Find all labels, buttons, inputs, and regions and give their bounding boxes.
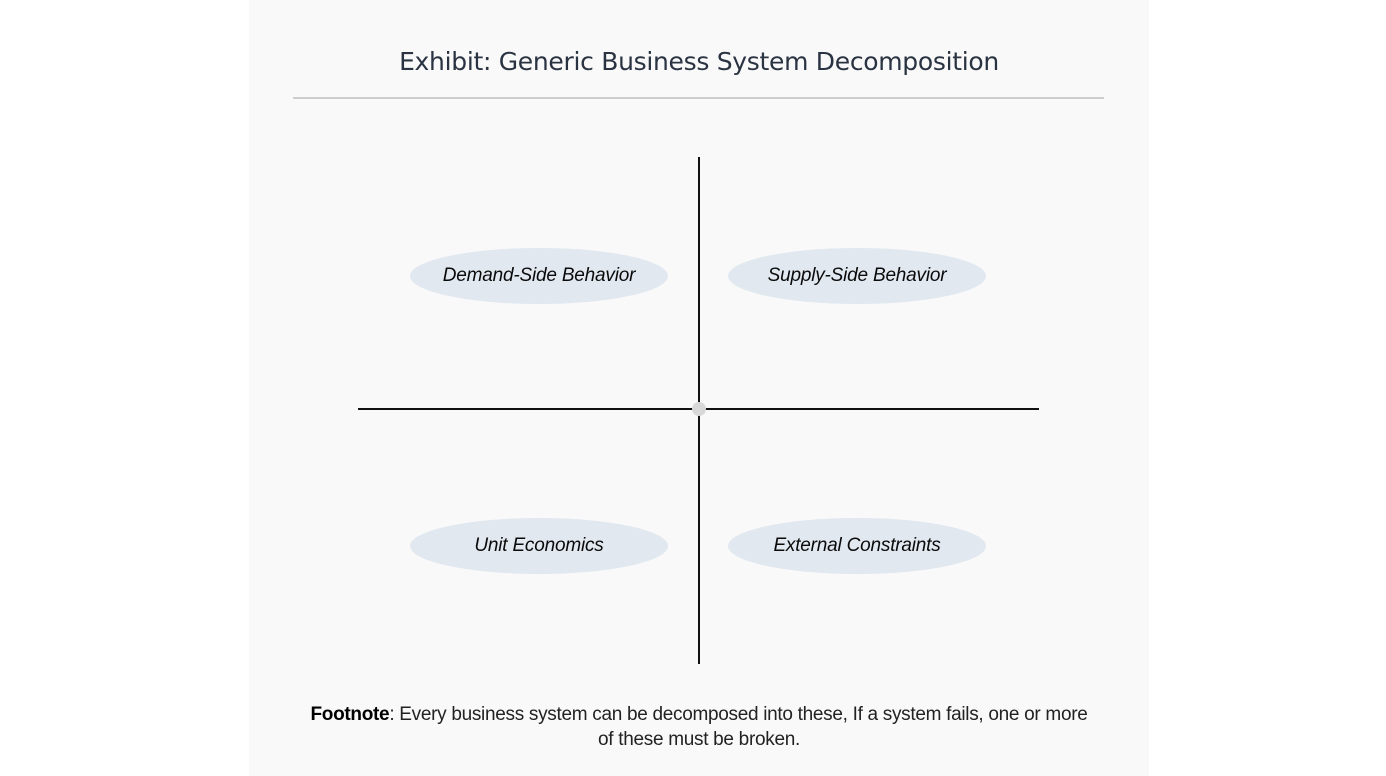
exhibit-page: Exhibit: Generic Business System Decompo…: [249, 0, 1149, 776]
quadrant-label: Unit Economics: [474, 535, 604, 556]
origin-dot: [692, 402, 706, 416]
title-divider: [293, 97, 1104, 99]
quadrant-demand-side-behavior: Demand-Side Behavior: [410, 248, 668, 304]
quadrant-label: Supply-Side Behavior: [767, 265, 947, 286]
quadrant-external-constraints: External Constraints: [728, 518, 986, 574]
quadrant-label: Demand-Side Behavior: [442, 265, 636, 286]
footnote: Footnote: Every business system can be d…: [309, 702, 1089, 752]
footnote-text: Every business system can be decomposed …: [399, 704, 1088, 750]
quadrant-unit-economics: Unit Economics: [410, 518, 668, 574]
footnote-label: Footnote: [310, 704, 390, 725]
footnote-separator: :: [389, 704, 400, 725]
exhibit-title: Exhibit: Generic Business System Decompo…: [399, 47, 999, 76]
quadrant-supply-side-behavior: Supply-Side Behavior: [728, 248, 986, 304]
quadrant-label: External Constraints: [773, 535, 941, 556]
